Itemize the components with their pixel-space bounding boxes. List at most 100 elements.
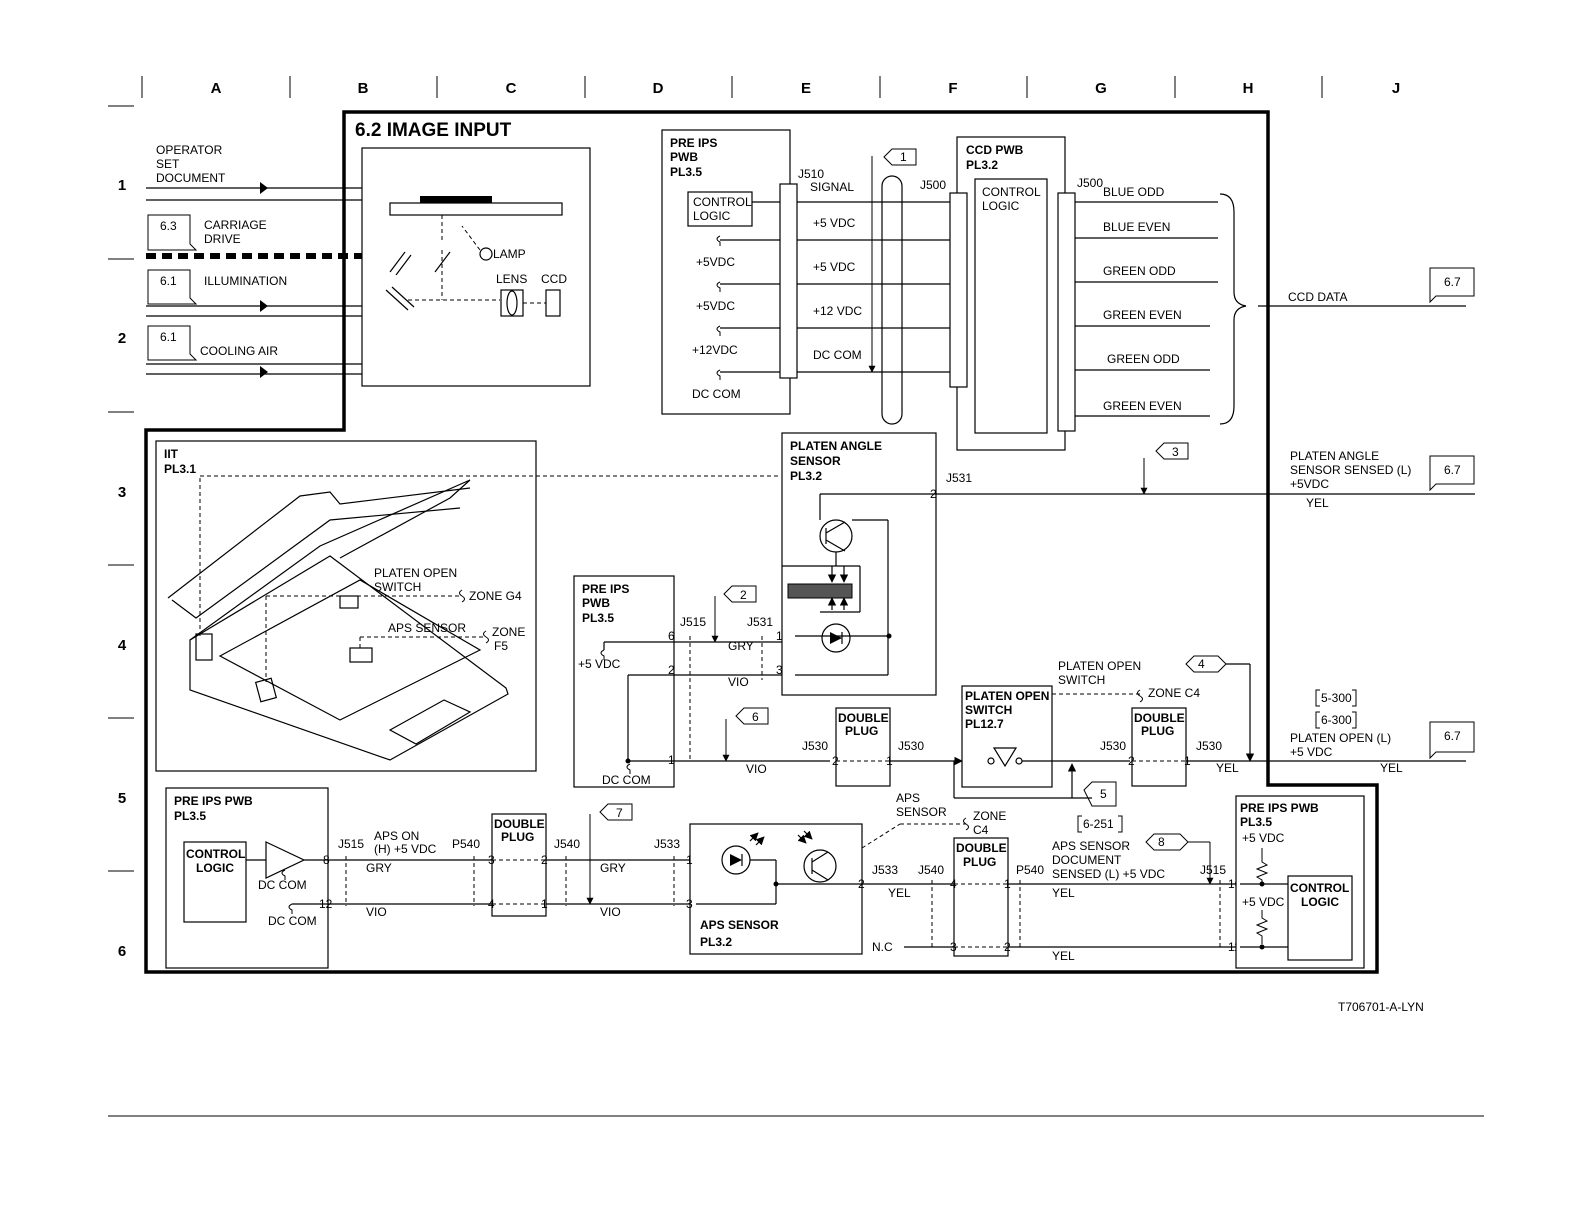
optics-assembly: LAMP LENS CCD bbox=[361, 147, 591, 387]
svg-text:SIGNAL: SIGNAL bbox=[810, 180, 854, 194]
svg-text:CARRIAGE: CARRIAGE bbox=[204, 218, 267, 232]
svg-text:+12VDC: +12VDC bbox=[692, 343, 738, 357]
input-operator: OPERATOR SET DOCUMENT bbox=[146, 143, 362, 201]
platen-angle-sensor: PLATEN ANGLE SENSOR PL3.2 J531 2 PLATEN … bbox=[781, 432, 1475, 696]
flag-3: 3 bbox=[1172, 445, 1179, 459]
svg-text:GREEN ODD: GREEN ODD bbox=[1103, 264, 1176, 278]
svg-text:SWITCH: SWITCH bbox=[965, 703, 1012, 717]
iit-view: IIT PL3.1 PLATEN OPEN SWITCH ZONE G4 APS… bbox=[155, 440, 780, 772]
svg-text:+5 VDC: +5 VDC bbox=[1242, 895, 1285, 909]
pre-ips-pwb-mid: PRE IPS PWB PL3.5 +5 VDC DC COM J515 J53… bbox=[573, 575, 889, 788]
grid-col-g: G bbox=[1095, 80, 1107, 97]
svg-text:PRE IPS: PRE IPS bbox=[582, 582, 629, 596]
svg-text:J533: J533 bbox=[654, 837, 680, 851]
svg-text:1: 1 bbox=[668, 753, 675, 767]
svg-text:SENSOR: SENSOR bbox=[790, 454, 841, 468]
svg-text:GRY: GRY bbox=[600, 861, 626, 875]
svg-text:ZONE: ZONE bbox=[492, 625, 525, 639]
grid-col-j: J bbox=[1392, 80, 1400, 97]
svg-text:3: 3 bbox=[488, 853, 495, 867]
grid-row-1: 1 bbox=[118, 177, 126, 194]
svg-text:3: 3 bbox=[950, 940, 957, 954]
svg-text:YEL: YEL bbox=[1216, 761, 1239, 775]
svg-text:APS SENSOR: APS SENSOR bbox=[388, 621, 466, 635]
svg-text:P540: P540 bbox=[1016, 863, 1044, 877]
svg-text:6.7: 6.7 bbox=[1444, 463, 1461, 477]
svg-text:DOUBLE: DOUBLE bbox=[1134, 711, 1185, 725]
svg-text:PWB: PWB bbox=[670, 150, 698, 164]
flag-1: 1 bbox=[900, 150, 907, 164]
section-title: 6.2 IMAGE INPUT bbox=[355, 120, 512, 141]
svg-text:PL3.2: PL3.2 bbox=[790, 469, 822, 483]
svg-text:SENSED (L) +5 VDC: SENSED (L) +5 VDC bbox=[1052, 867, 1165, 881]
svg-text:PRE IPS PWB: PRE IPS PWB bbox=[174, 794, 253, 808]
svg-text:3: 3 bbox=[776, 663, 783, 677]
svg-text:+5 VDC: +5 VDC bbox=[813, 260, 856, 274]
svg-text:PL3.5: PL3.5 bbox=[670, 165, 702, 179]
grid-rows: 1 2 3 4 5 6 bbox=[108, 105, 134, 960]
svg-text:VIO: VIO bbox=[728, 675, 749, 689]
svg-text:2: 2 bbox=[1004, 940, 1011, 954]
grid-col-e: E bbox=[801, 80, 811, 97]
svg-text:IIT: IIT bbox=[164, 447, 179, 461]
svg-text:6.3: 6.3 bbox=[160, 219, 177, 233]
j510-label: J510 bbox=[798, 167, 824, 181]
svg-text:J531: J531 bbox=[946, 471, 972, 485]
svg-text:C4: C4 bbox=[973, 823, 989, 837]
svg-text:LOGIC: LOGIC bbox=[196, 861, 234, 875]
svg-text:6-300: 6-300 bbox=[1321, 713, 1352, 727]
svg-text:DOCUMENT: DOCUMENT bbox=[1052, 853, 1122, 867]
aps-sensor-row: PRE IPS PWB PL3.5 CONTROL LOGIC DC COM D… bbox=[165, 787, 1365, 969]
svg-text:6-251: 6-251 bbox=[1083, 817, 1114, 831]
svg-text:J531: J531 bbox=[747, 615, 773, 629]
ccd-data-label: CCD DATA bbox=[1288, 290, 1348, 304]
svg-text:P540: P540 bbox=[452, 837, 480, 851]
flag-6: 6 bbox=[752, 710, 759, 724]
input-carriage: 6.3 CARRIAGE DRIVE bbox=[146, 214, 362, 259]
svg-text:CONTROL: CONTROL bbox=[1290, 881, 1349, 895]
svg-text:J515: J515 bbox=[680, 615, 706, 629]
svg-text:PRE IPS PWB: PRE IPS PWB bbox=[1240, 801, 1319, 815]
svg-text:YEL: YEL bbox=[888, 886, 911, 900]
flag-8: 8 bbox=[1158, 835, 1165, 849]
svg-text:PLATEN OPEN: PLATEN OPEN bbox=[374, 566, 457, 580]
svg-text:SET: SET bbox=[156, 157, 180, 171]
grid-col-b: B bbox=[358, 80, 369, 97]
svg-text:2: 2 bbox=[541, 853, 548, 867]
svg-text:PLATEN ANGLE: PLATEN ANGLE bbox=[1290, 449, 1379, 463]
grid-row-2: 2 bbox=[118, 330, 126, 347]
svg-text:2: 2 bbox=[668, 663, 675, 677]
svg-text:ZONE C4: ZONE C4 bbox=[1148, 686, 1200, 700]
svg-text:GREEN ODD: GREEN ODD bbox=[1107, 352, 1180, 366]
svg-text:DOUBLE: DOUBLE bbox=[956, 841, 1007, 855]
platen-open-switch-row: DOUBLE PLUG J530 J530 2 1 PLATEN OPEN SW… bbox=[802, 655, 1475, 807]
svg-text:LOGIC: LOGIC bbox=[982, 199, 1020, 213]
svg-text:N.C: N.C bbox=[872, 940, 893, 954]
svg-text:APS: APS bbox=[896, 791, 920, 805]
svg-text:ZONE G4: ZONE G4 bbox=[469, 589, 522, 603]
drawing-id: T706701-A-LYN bbox=[1338, 1000, 1424, 1014]
svg-text:SWITCH: SWITCH bbox=[374, 580, 421, 594]
svg-text:J540: J540 bbox=[918, 863, 944, 877]
svg-text:GRY: GRY bbox=[366, 861, 392, 875]
svg-text:GRY: GRY bbox=[728, 639, 754, 653]
svg-text:COOLING AIR: COOLING AIR bbox=[200, 344, 278, 358]
svg-text:DRIVE: DRIVE bbox=[204, 232, 241, 246]
svg-text:J515: J515 bbox=[1200, 863, 1226, 877]
svg-text:APS SENSOR: APS SENSOR bbox=[1052, 839, 1130, 853]
lamp-label: LAMP bbox=[493, 247, 526, 261]
svg-text:LOGIC: LOGIC bbox=[693, 209, 731, 223]
svg-text:PRE IPS: PRE IPS bbox=[670, 136, 717, 150]
svg-text:LOGIC: LOGIC bbox=[1301, 895, 1339, 909]
svg-text:+5VDC: +5VDC bbox=[696, 255, 735, 269]
svg-text:PLATEN ANGLE: PLATEN ANGLE bbox=[790, 439, 882, 453]
svg-text:PL3.1: PL3.1 bbox=[164, 462, 196, 476]
svg-text:PL3.5: PL3.5 bbox=[582, 611, 614, 625]
grid-col-h: H bbox=[1243, 80, 1254, 97]
svg-text:2: 2 bbox=[1128, 754, 1135, 768]
svg-text:+12 VDC: +12 VDC bbox=[813, 304, 862, 318]
svg-text:VIO: VIO bbox=[600, 905, 621, 919]
ccd-label: CCD bbox=[541, 272, 567, 286]
ccd-signal-bus: SIGNAL +5 VDC +5 VDC +12 VDC DC COM 1 bbox=[797, 148, 950, 425]
